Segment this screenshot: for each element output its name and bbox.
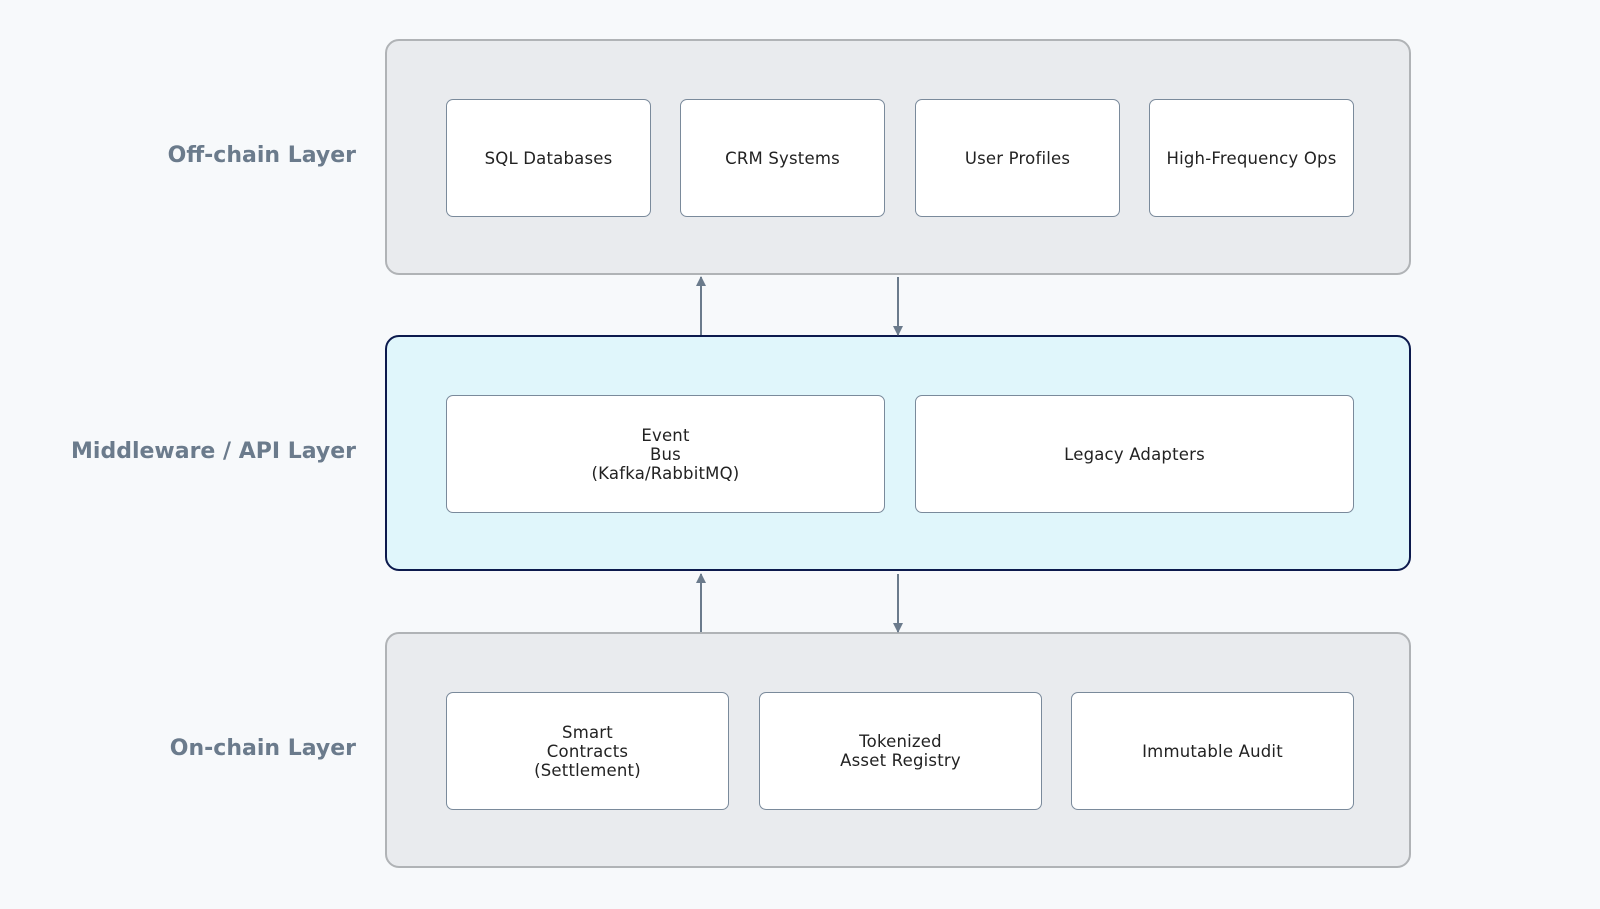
event-bus-node: Event Bus (Kafka/RabbitMQ) xyxy=(446,395,885,513)
middleware-layer-label: Middleware / API Layer xyxy=(71,439,356,464)
legacy-adapters-node: Legacy Adapters xyxy=(915,395,1354,513)
onchain-layer-label: On-chain Layer xyxy=(169,736,356,761)
tokenized-asset-registry-node: Tokenized Asset Registry xyxy=(759,692,1042,810)
high-frequency-ops-node: High-Frequency Ops xyxy=(1149,99,1354,217)
crm-systems-node: CRM Systems xyxy=(680,99,885,217)
sql-databases-node: SQL Databases xyxy=(446,99,651,217)
middleware-layer: Event Bus (Kafka/RabbitMQ) Legacy Adapte… xyxy=(385,335,1411,571)
onchain-layer: Smart Contracts (Settlement) Tokenized A… xyxy=(385,632,1411,868)
offchain-layer: SQL Databases CRM Systems User Profiles … xyxy=(385,39,1411,275)
smart-contracts-node: Smart Contracts (Settlement) xyxy=(446,692,729,810)
offchain-layer-label: Off-chain Layer xyxy=(167,143,356,168)
immutable-audit-node: Immutable Audit xyxy=(1071,692,1354,810)
user-profiles-node: User Profiles xyxy=(915,99,1120,217)
